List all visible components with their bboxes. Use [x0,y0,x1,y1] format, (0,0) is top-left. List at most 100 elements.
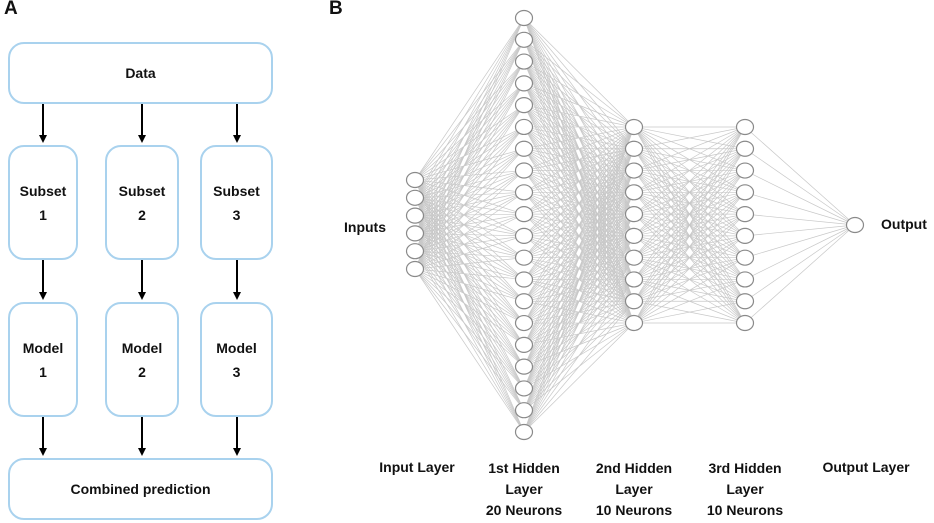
network-edge [633,192,746,324]
neuron-layer-2-14 [514,293,534,310]
neuron-layer-2-19 [514,402,534,419]
neuron-layer-4-10 [735,314,755,332]
subset-label-2: Subset 2 [118,182,166,223]
neuron-layer-2-7 [514,140,534,157]
neuron-layer-4-8 [735,271,755,288]
neuron-layer-4-2 [735,140,755,157]
neuron-layer-3-2 [624,140,644,157]
neuron-layer-2-18 [514,380,534,397]
network-edge [523,83,635,128]
neuron-layer-1-4 [405,225,425,242]
network-edge [414,39,525,252]
output-label: Output [881,216,927,232]
network-edge [414,104,525,216]
layer-label-hidden-2: 2nd Hidden Layer 10 Neurons [595,460,673,518]
network-edge [414,39,525,270]
network-edge [414,83,525,270]
network-edge [633,279,746,324]
network-edge [633,213,746,324]
network-edge [744,224,856,237]
network-edge [414,17,525,198]
layer-label-hidden-3: 3rd Hidden Layer 10 Neurons [706,460,784,518]
network-edge [523,170,635,433]
network-edge [744,224,856,280]
network-edge [633,300,746,324]
network-edge [744,224,856,302]
model-label-3: Model 3 [216,339,257,380]
network-edge [414,39,525,216]
network-edge [414,39,525,181]
network-edge [414,61,525,252]
combined-prediction-label: Combined prediction [70,481,211,497]
network-edge [414,17,525,181]
network-nodes [405,9,865,441]
neuron-layer-2-4 [514,75,534,92]
network-edge [744,224,856,259]
network-edge [523,126,635,433]
network-edges [414,17,856,433]
network-edge [633,126,746,280]
network-edge [523,126,635,302]
model-box-1: Model 1 [8,302,78,417]
network-edge [523,126,635,171]
neuron-layer-3-10 [624,314,644,332]
model-label-1: Model 1 [22,339,64,380]
data-box: Data [8,42,273,104]
neuron-layer-2-11 [514,227,534,244]
network-edge [414,233,525,346]
neuron-layer-2-5 [514,97,534,114]
network-edge [523,126,635,215]
network-edge [414,233,525,367]
data-box-label: Data [125,65,156,81]
neuron-layer-1-3 [405,207,425,224]
neuron-layer-2-16 [514,336,534,353]
neuron-layer-5-1 [845,216,865,234]
network-edge [414,61,525,199]
model-label-2: Model 2 [121,339,163,380]
network-edge [414,268,525,389]
network-edge [414,17,525,270]
neuron-layer-4-6 [735,227,755,244]
network-edge [523,39,635,128]
neuron-layer-3-1 [624,118,644,136]
network-edge [414,250,525,367]
network-edge [523,104,635,128]
network-edge [414,39,525,234]
network-edge [523,61,635,128]
layer-label-hidden-1: 1st Hidden Layer 20 Neurons [485,460,563,518]
network-edge [523,126,635,324]
network-edge [414,126,525,270]
neuron-layer-3-3 [624,162,644,179]
network-edge [414,61,525,181]
network-edge [414,170,525,270]
combined-prediction-box: Combined prediction [8,458,273,520]
network-edge [523,300,635,433]
network-edge [744,170,856,226]
neuron-layer-3-9 [624,293,644,310]
neuron-layer-3-4 [624,184,644,201]
network-edge [414,213,525,270]
neuron-layer-2-13 [514,271,534,288]
network-edge [633,235,746,324]
inputs-label: Inputs [344,219,386,235]
network-edge [523,126,635,193]
network-edge [414,104,525,270]
network-edge [744,126,856,226]
network-edge [414,192,525,270]
network-edge [523,148,635,433]
neuron-layer-3-8 [624,271,644,288]
layer-label-input: Input Layer [379,459,455,475]
network-edge [414,17,525,252]
neuron-layer-1-6 [405,260,425,278]
network-edge [414,268,525,302]
model-box-3: Model 3 [200,302,273,417]
neuron-layer-4-7 [735,249,755,266]
neuron-layer-3-6 [624,227,644,244]
neuron-layer-2-15 [514,314,534,332]
subset-label-3: Subset 3 [213,182,260,223]
neuron-layer-3-7 [624,249,644,266]
neuron-layer-2-17 [514,358,534,375]
neuron-layer-1-2 [405,189,425,206]
ensemble-arrows [39,104,241,456]
subset-box-1: Subset 1 [8,145,78,260]
